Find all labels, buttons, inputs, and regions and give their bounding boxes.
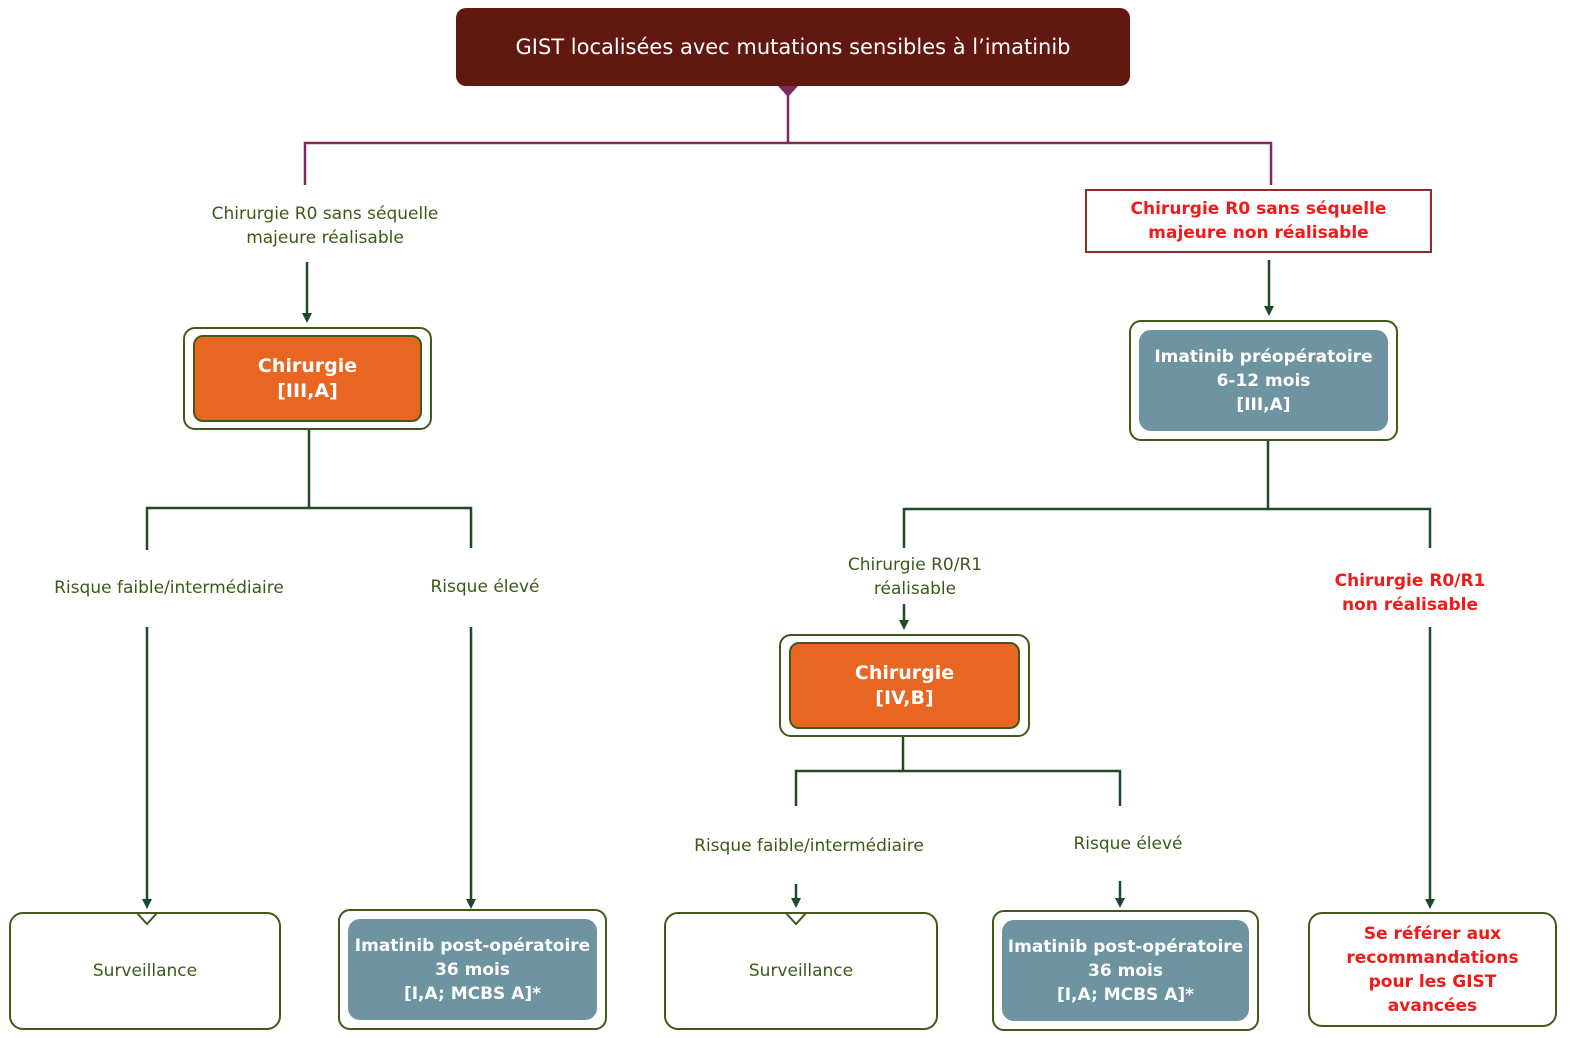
right-surveillance-label: Surveillance: [748, 961, 854, 981]
right-risk-low-label: Risque faible/intermédiaire: [694, 836, 924, 856]
right-surgery-node: Chirurgie [IV,B]: [779, 634, 1030, 737]
right-surgery-label: Chirurgie [IV,B]: [789, 642, 1020, 729]
left-imatinib-post-label: Imatinib post-opératoire 36 mois [I,A; M…: [348, 919, 597, 1020]
line-left-split: [145, 506, 473, 550]
advanced-gist-node: Se référer aux recommandations pour les …: [1308, 912, 1557, 1027]
advanced-gist-label: Se référer aux recommandations pour les …: [1346, 923, 1519, 1016]
right-not-resectable-label: Chirurgie R0/R1 non réalisable: [1334, 571, 1486, 615]
root-notch: [778, 86, 798, 97]
right-surveillance-node: Surveillance: [664, 912, 938, 1030]
left-condition-label: Chirurgie R0 sans séquelle majeure réali…: [211, 204, 439, 248]
root-connector: [303, 86, 1273, 185]
root-title: GIST localisées avec mutations sensibles…: [515, 35, 1071, 59]
right-neoadjuvant-node: Imatinib préopératoire 6-12 mois [III,A]: [1129, 320, 1398, 441]
left-surveillance-node: Surveillance: [9, 912, 281, 1030]
right-risk-high-label: Risque élevé: [1073, 834, 1183, 854]
left-surveillance-label: Surveillance: [92, 961, 198, 981]
right-neoadjuvant-label: Imatinib préopératoire 6-12 mois [III,A]: [1139, 330, 1388, 431]
right-resectable-label: Chirurgie R0/R1 réalisable: [847, 555, 983, 599]
right-imatinib-post-label: Imatinib post-opératoire 36 mois [I,A; M…: [1002, 920, 1249, 1021]
left-imatinib-post-node: Imatinib post-opératoire 36 mois [I,A; M…: [338, 909, 607, 1030]
left-risk-low-label: Risque faible/intermédiaire: [54, 578, 284, 598]
right-condition-box: Chirurgie R0 sans séquelle majeure non r…: [1085, 189, 1432, 253]
root-title-box: GIST localisées avec mutations sensibles…: [456, 8, 1130, 86]
left-surgery-node: Chirurgie [III,A]: [183, 327, 432, 430]
line-right-split: [902, 507, 1432, 548]
right-imatinib-post-node: Imatinib post-opératoire 36 mois [I,A; M…: [992, 910, 1259, 1031]
line-right-risk-split: [794, 769, 1122, 806]
left-risk-high-label: Risque élevé: [430, 577, 540, 597]
left-surgery-label: Chirurgie [III,A]: [193, 335, 422, 422]
